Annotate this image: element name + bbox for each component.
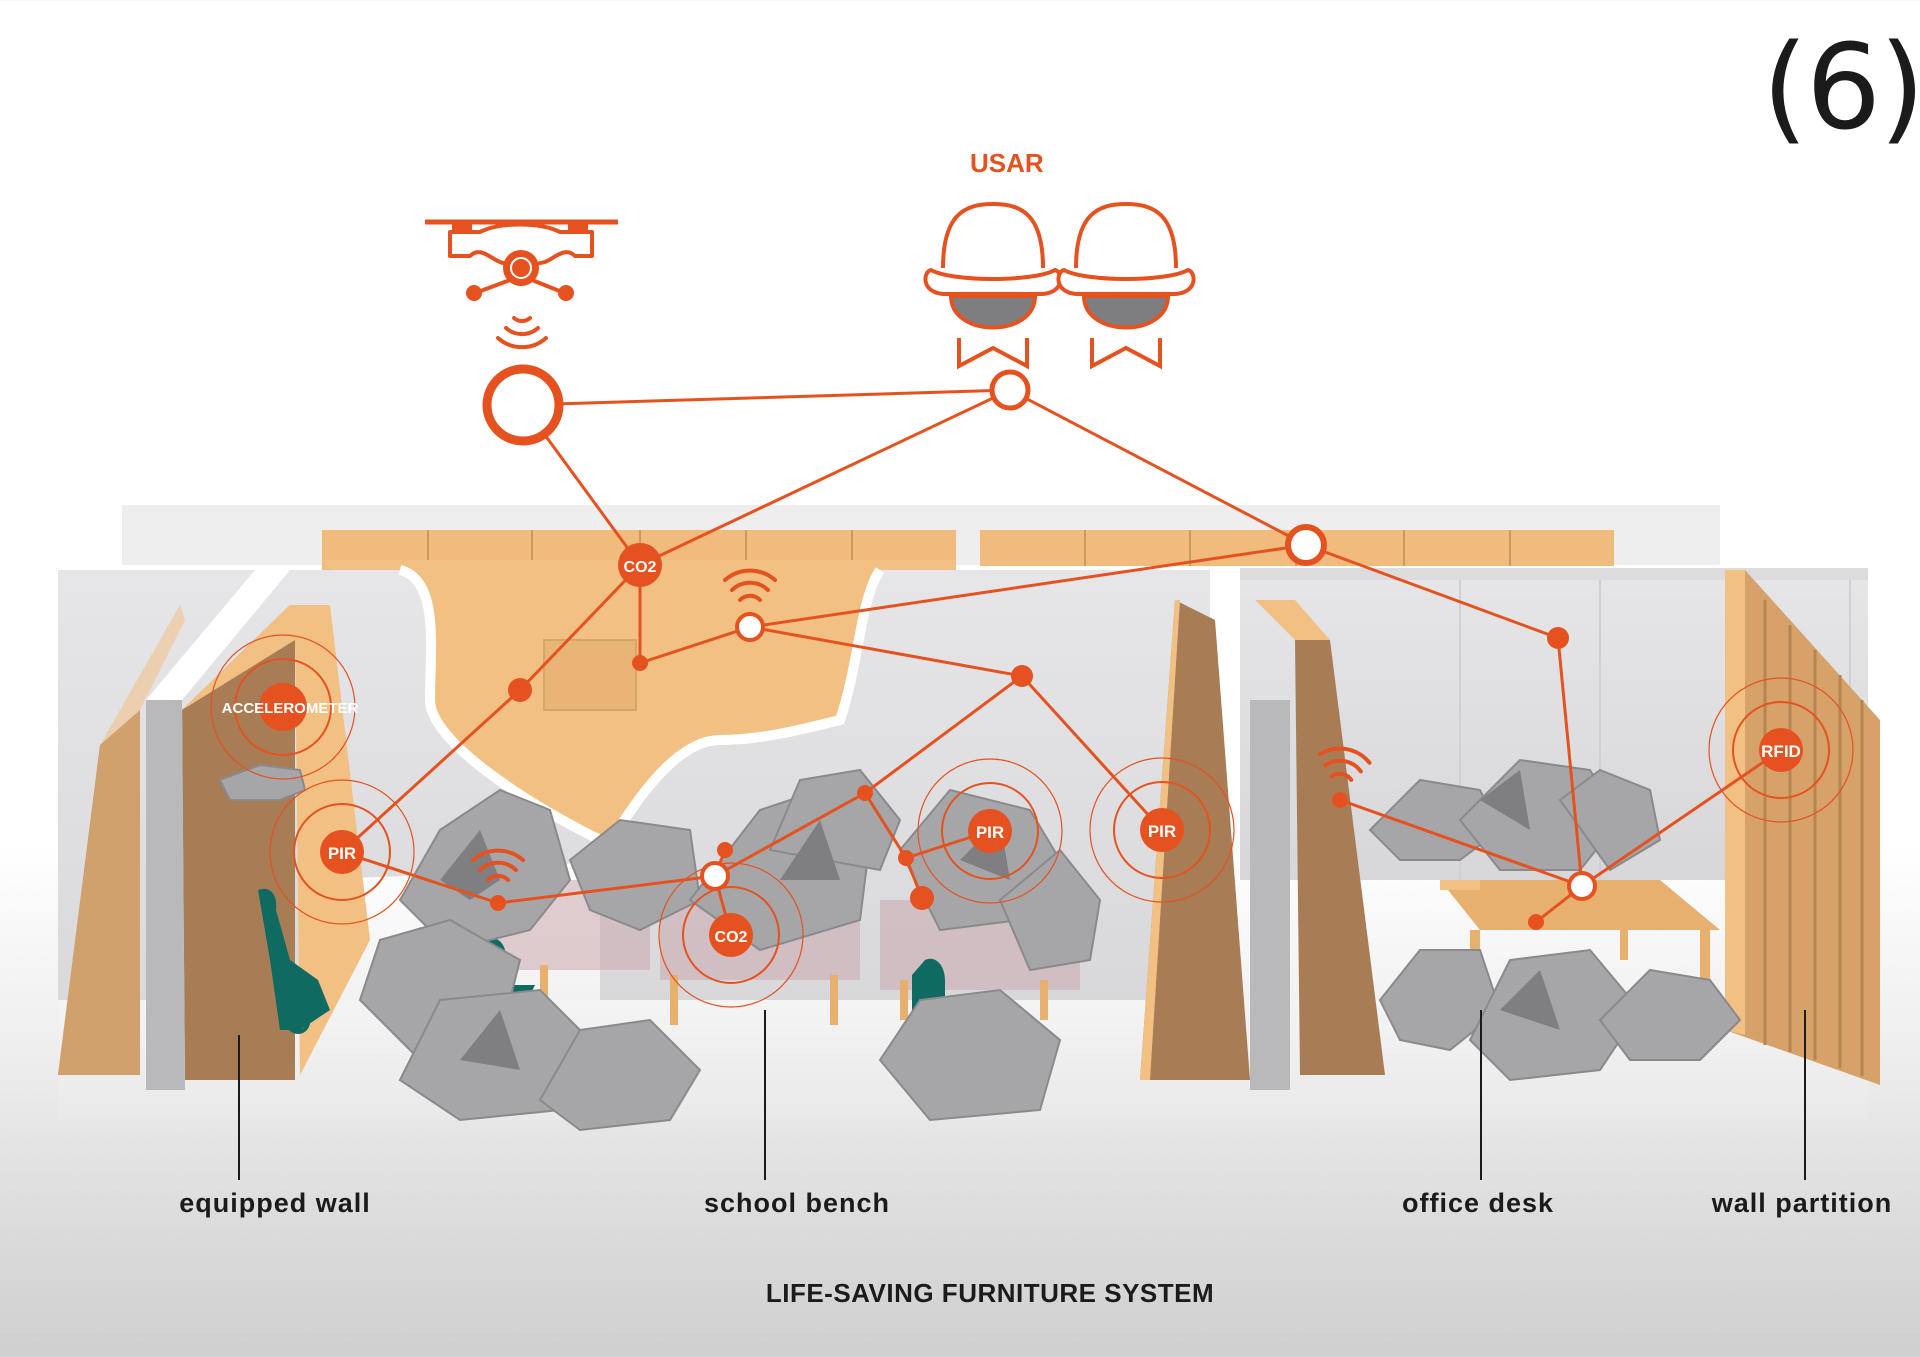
relay-node [490,895,506,911]
wireless-signal-icon [471,848,525,882]
leader-line [1480,1010,1482,1180]
equipped-wall [58,570,370,1090]
usar-label: USAR [970,148,1044,178]
wireless-signal-icon [723,568,777,602]
wireless-signal-icon [1318,746,1372,782]
relay-nodes [490,627,1569,930]
leader-line [764,1010,766,1180]
relay-node [508,678,532,702]
relay-node [717,842,733,858]
rubble [218,758,1742,1132]
system-title: LIFE-SAVING FURNITURE SYSTEM [765,1278,1215,1308]
wall-partition-panel [1725,570,1880,1085]
relay-node [910,886,934,910]
drone-icon [425,219,618,301]
figure-number: (6) [1762,18,1920,156]
hub-node [700,861,730,891]
sensor-co2: CO2 [709,913,753,957]
rescuer-helmet-icon [923,201,1063,370]
sensor-rfid: RFID [1759,728,1803,772]
relay-node [632,655,648,671]
sensor-label: PIR [976,823,1004,842]
leader-line [1804,1010,1806,1180]
sensor-co2: CO2 [618,543,662,587]
relay-node [898,850,914,866]
label-wall-partition: wall partition [1711,1188,1893,1218]
sensor-label: ACCELEROMETER [222,700,359,717]
relay-node [1547,627,1569,649]
leader-line [238,1035,240,1180]
center-divider [1140,600,1385,1090]
sensor-label: RFID [1761,742,1801,761]
relay-node [1528,914,1544,930]
drone-hub-node [482,364,564,446]
relay-node [857,785,873,801]
sensor-label: CO2 [715,929,748,946]
wireless-signal-icon [496,316,548,350]
label-office-desk: office desk [1401,1188,1555,1218]
sensor-accelerometer: ACCELEROMETER [222,683,359,731]
sensor-pir: PIR [320,830,364,874]
hub-node [1285,524,1327,566]
label-school-bench: school bench [703,1188,891,1218]
relay-node [1332,792,1348,808]
rescuer-helmet-icon [1056,201,1196,370]
hub-nodes [482,364,1597,901]
label-equipped-wall: equipped wall [179,1188,371,1218]
hub-node [735,612,765,642]
sensor-pir: PIR [1140,808,1184,852]
sensor-label: PIR [328,844,356,863]
hub-node [1567,871,1597,901]
victim-silhouette [258,888,330,1030]
sensor-label: PIR [1148,822,1176,841]
relay-node [1011,665,1033,687]
sensor-rings [210,634,1854,1008]
sensor-pir: PIR [968,809,1012,853]
sensor-label: CO2 [624,559,657,576]
usar-hub-node [989,369,1031,411]
